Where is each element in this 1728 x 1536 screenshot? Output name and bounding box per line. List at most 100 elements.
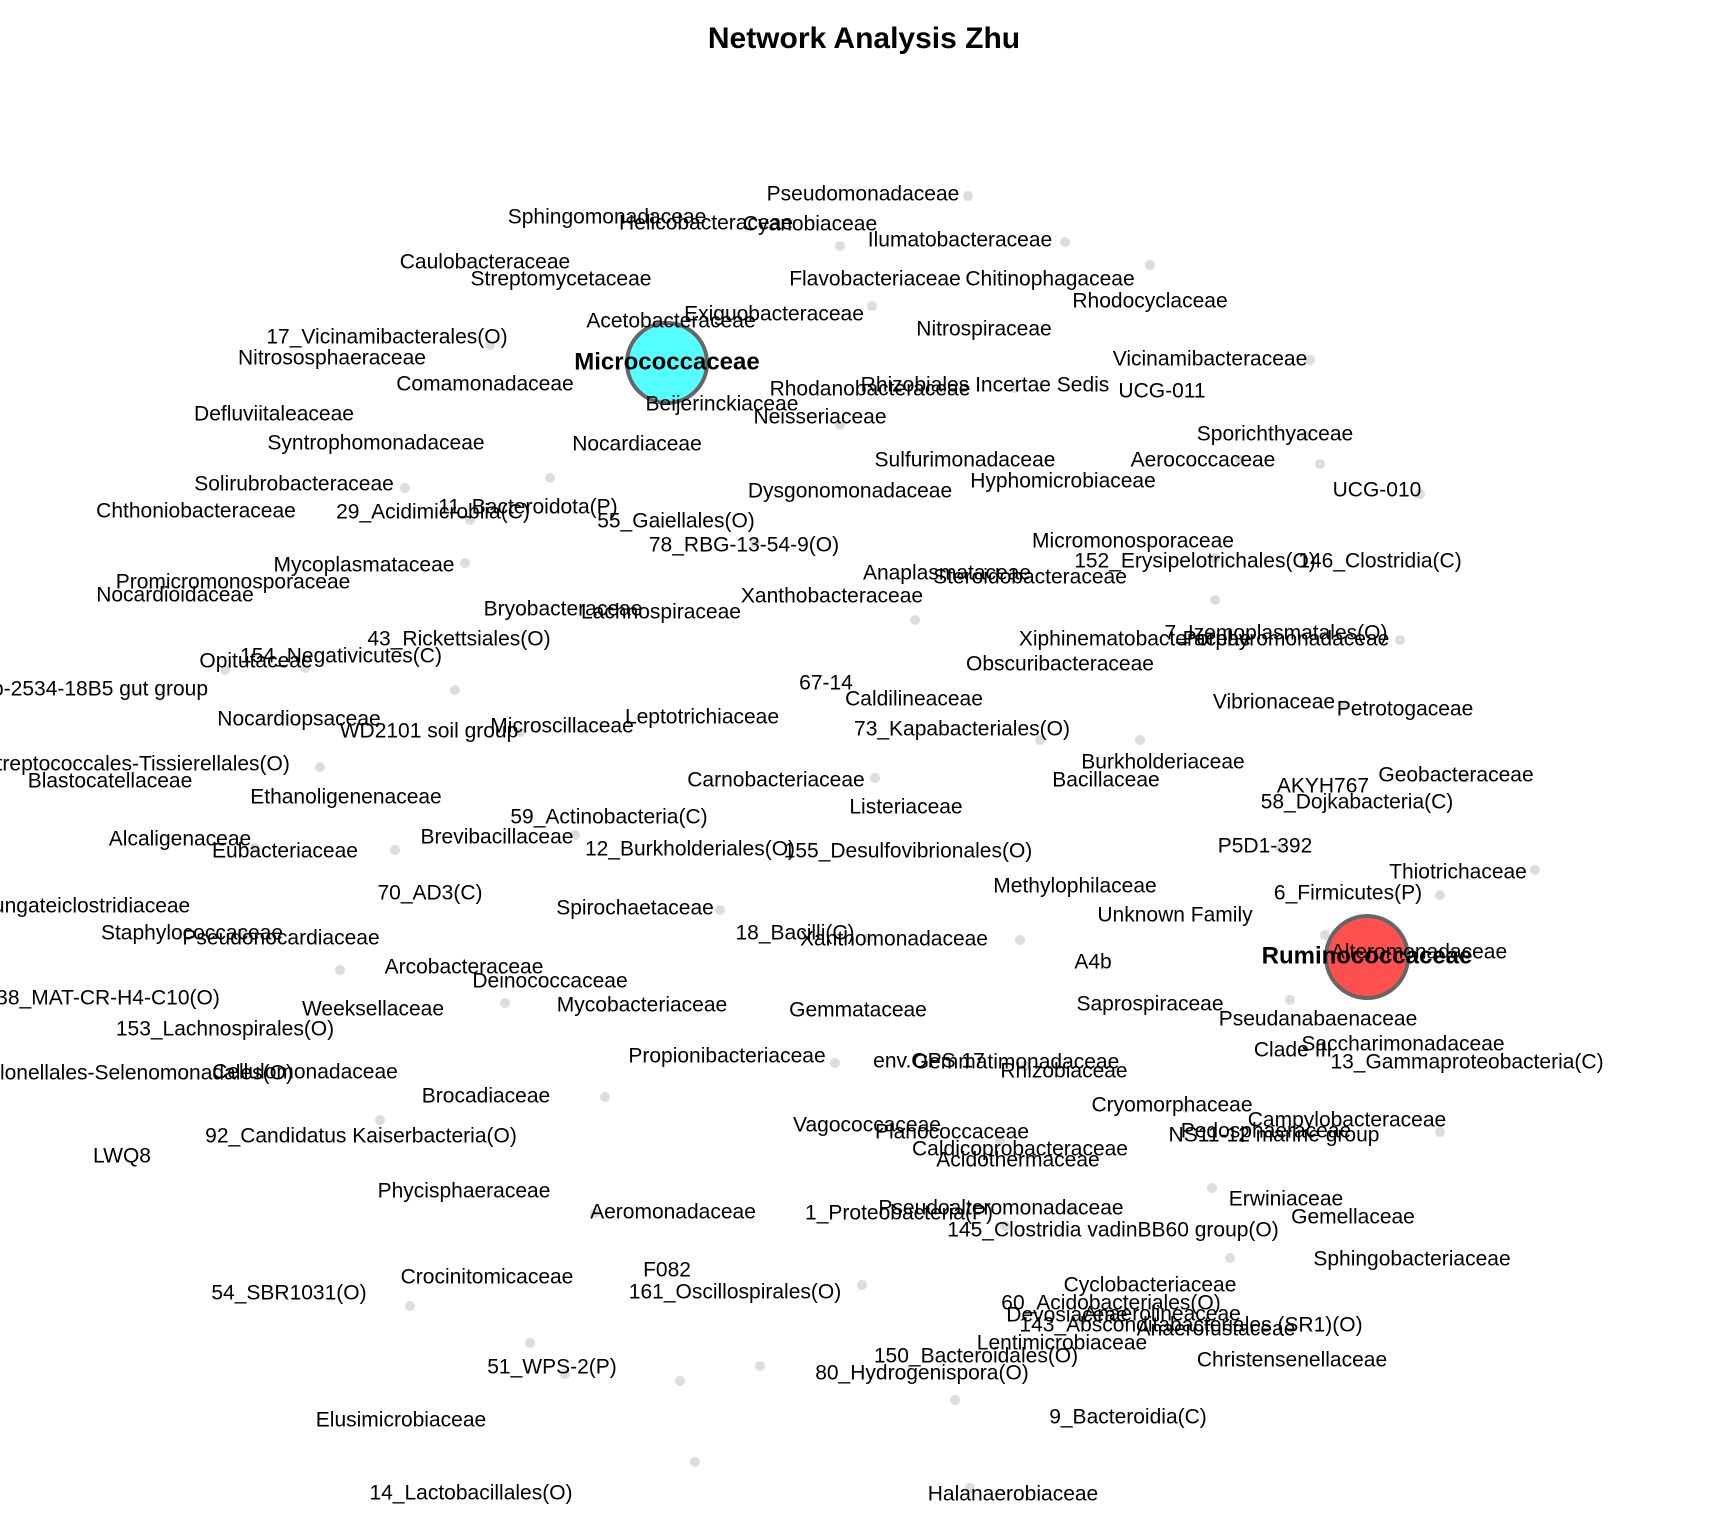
node-label: Aerococcaceae	[1131, 449, 1276, 472]
node-dot	[995, 1135, 1005, 1145]
node-dot	[675, 1376, 685, 1386]
node-dot	[485, 340, 495, 350]
node-label: Alteromonadaceae	[1331, 941, 1507, 964]
node-dot	[1015, 935, 1025, 945]
node-label: Campylobacteraceae	[1248, 1109, 1446, 1132]
node-dot	[1035, 735, 1045, 745]
node-label: Staphylococcaceae	[101, 922, 283, 945]
node-dot	[835, 241, 845, 251]
node-label: Deinococcaceae	[472, 970, 627, 993]
node-label: 80_Hydrogenispora(O)	[815, 1362, 1029, 1385]
node-label: p-2534-18B5 gut group	[0, 678, 208, 701]
node-dot	[950, 1395, 960, 1405]
node-label: Cyclobacteriaceae	[1064, 1274, 1237, 1297]
node-label: 1_Proteobacteria(P)	[805, 1202, 993, 1225]
node-label: 51_WPS-2(P)	[487, 1356, 617, 1379]
node-label: Brevibacillaceae	[421, 826, 574, 849]
node-label: UCG-011	[1118, 380, 1205, 403]
node-label: Caulobacteraceae	[400, 251, 570, 274]
node-label: 13_Gammaproteobacteria(C)	[1330, 1051, 1603, 1074]
node-label: 54_SBR1031(O)	[211, 1282, 366, 1305]
node-label: Pseudanabaenaceae	[1219, 1008, 1418, 1031]
node-label: Cyanobiaceae	[743, 213, 877, 236]
node-label: 60_Acidobacteriales(O)	[1001, 1292, 1220, 1315]
node-label: Anaerolineaceae	[1083, 1303, 1241, 1326]
node-label: Christensenellaceae	[1197, 1349, 1387, 1372]
node-label: Lachnospiraceae	[581, 601, 741, 624]
node-label: Brocadiaceae	[422, 1085, 550, 1108]
node-dot	[1320, 930, 1330, 940]
node-dot	[450, 685, 460, 695]
node-label: Halanaerobiaceae	[928, 1483, 1098, 1506]
node-dot	[500, 998, 510, 1008]
node-dot	[690, 1457, 700, 1467]
node-dot	[750, 538, 760, 548]
node-label: Unknown Family	[1097, 904, 1253, 927]
node-label: Leptotrichiaceae	[625, 706, 779, 729]
node-label: Propionibacteriaceae	[628, 1045, 825, 1068]
node-label: Flavobacteriaceae	[789, 268, 961, 291]
node-dot	[867, 301, 877, 311]
node-label: Xanthobacteraceae	[741, 585, 923, 608]
node-label: UCG-010	[1333, 479, 1422, 502]
node-label: 22_Veillonellales-Selenomonadales(O)	[0, 1062, 293, 1085]
node-dot	[590, 1208, 600, 1218]
node-label: Planococcaceae	[875, 1121, 1029, 1144]
node-label: Blastocatellaceae	[28, 770, 193, 793]
node-dot	[1145, 260, 1155, 270]
node-label: Aeromonadaceae	[590, 1201, 756, 1224]
node-label: Bacillaceae	[1052, 769, 1159, 792]
node-label: env.OPS 17	[873, 1050, 985, 1073]
node-label: 38_MAT-CR-H4-C10(O)	[0, 987, 220, 1010]
node-label: Pseudomonadaceae	[767, 183, 960, 206]
node-label: Mycoplasmataceae	[274, 554, 455, 577]
node-dot	[1210, 553, 1220, 563]
node-label: Clade III	[1254, 1039, 1332, 1062]
node-label: Vicinamibacteraceae	[1113, 348, 1308, 371]
node-label: Gemmataceae	[789, 999, 927, 1022]
node-label: AKYH767	[1277, 775, 1369, 798]
node-label: Nitrososphaeraceae	[238, 347, 426, 370]
node-label: Syntrophomonadaceae	[267, 432, 484, 455]
node-label: Devosiaceae	[1006, 1304, 1127, 1327]
node-label: Gemellaceae	[1291, 1206, 1415, 1229]
node-label: Beijerinckiaceae	[646, 393, 799, 416]
node-label: A4b	[1074, 951, 1111, 974]
node-label: Nitrospiraceae	[916, 318, 1051, 341]
node-dot	[1075, 1315, 1085, 1325]
node-label: Comamonadaceae	[396, 373, 573, 396]
node-label: LWQ8	[93, 1145, 151, 1168]
node-dot	[1207, 1183, 1217, 1193]
node-dot	[465, 515, 475, 525]
node-dot	[965, 1483, 975, 1493]
node-label: Rhodanobacteraceae	[770, 378, 971, 401]
node-label: Sphingobacteriaceae	[1313, 1248, 1510, 1271]
node-label: Phycisphaeraceae	[378, 1180, 551, 1203]
node-dot	[400, 483, 410, 493]
node-dot	[870, 773, 880, 783]
node-label: Steroidobacteraceae	[933, 566, 1127, 589]
node-dot	[1060, 237, 1070, 247]
node-label: Micromonosporaceae	[1032, 530, 1234, 553]
node-dot	[1000, 1221, 1010, 1231]
node-dot	[375, 1115, 385, 1125]
node-label: Thiotrichaceae	[1389, 861, 1527, 884]
node-label: Methylophilaceae	[993, 875, 1156, 898]
node-dot	[1315, 459, 1325, 469]
node-label: Listeriaceae	[849, 796, 962, 819]
node-label: 92_Candidatus Kaiserbacteria(O)	[205, 1125, 517, 1148]
node-dot	[1415, 489, 1425, 499]
node-label: 6_Firmicutes(P)	[1274, 882, 1422, 905]
node-label: Spirochaetaceae	[556, 897, 714, 920]
node-dot	[1135, 735, 1145, 745]
node-label: 14_Lactobacillales(O)	[369, 1482, 572, 1505]
node-dot	[863, 933, 873, 943]
node-label: Sulfurimonadaceae	[875, 449, 1056, 472]
node-dot	[460, 558, 470, 568]
node-label: Hungateiclostridiaceae	[0, 895, 190, 918]
node-label: 29_Acidimicrobiia(C)	[336, 501, 530, 524]
node-dot	[405, 1301, 415, 1311]
node-label: Neisseriaceae	[753, 406, 886, 429]
node-dot	[857, 1280, 867, 1290]
